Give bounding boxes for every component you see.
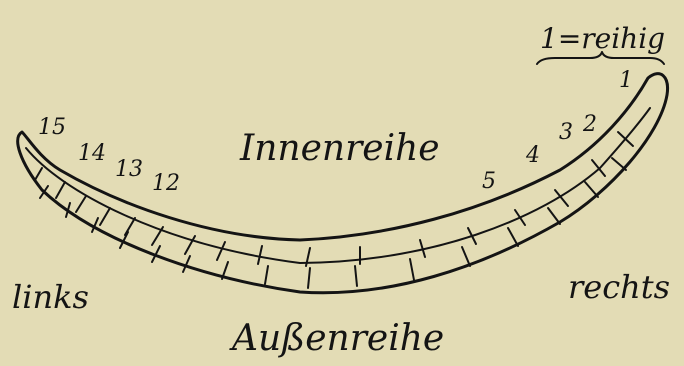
inner-row-label: Innenreihe	[239, 128, 440, 169]
right-label: rechts	[568, 268, 670, 306]
one-row-label: 1=reihig	[540, 22, 665, 55]
plate-number-15: 15	[38, 115, 66, 140]
plate-number-14: 14	[78, 141, 106, 166]
left-label: links	[12, 278, 89, 316]
plate-number-1: 1	[619, 68, 633, 93]
plate-number-2: 2	[582, 112, 597, 137]
plate-number-4: 4	[525, 143, 540, 168]
plate-number-5: 5	[482, 169, 496, 194]
outer-row-label: Außenreihe	[229, 318, 444, 359]
plate-number-3: 3	[559, 120, 573, 145]
plate-number-13: 13	[115, 157, 143, 182]
crescent-outline	[18, 74, 668, 293]
plate-number-12: 12	[152, 171, 180, 196]
